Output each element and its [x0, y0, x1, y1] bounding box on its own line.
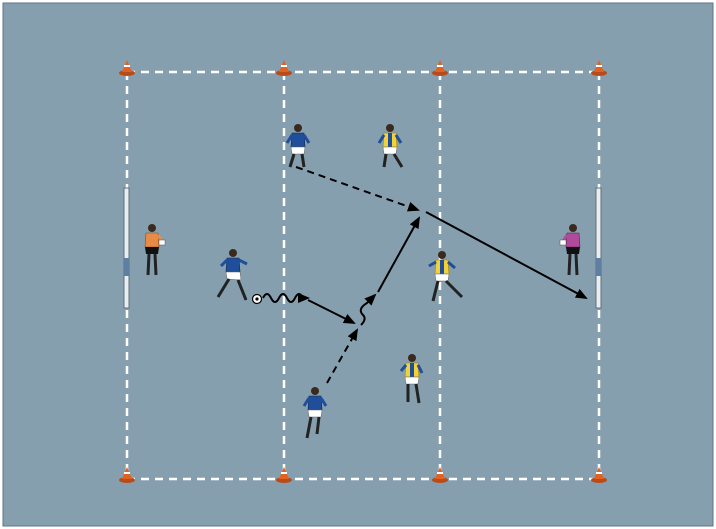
soccer-ball-icon — [253, 295, 262, 304]
field-background — [3, 3, 713, 526]
goal-frame-icon — [596, 188, 601, 308]
goal-net-shade — [596, 258, 601, 276]
goal-right — [596, 188, 601, 308]
goal-net-shade — [124, 258, 129, 276]
goal-left — [124, 188, 129, 308]
goal-frame-icon — [124, 188, 129, 308]
